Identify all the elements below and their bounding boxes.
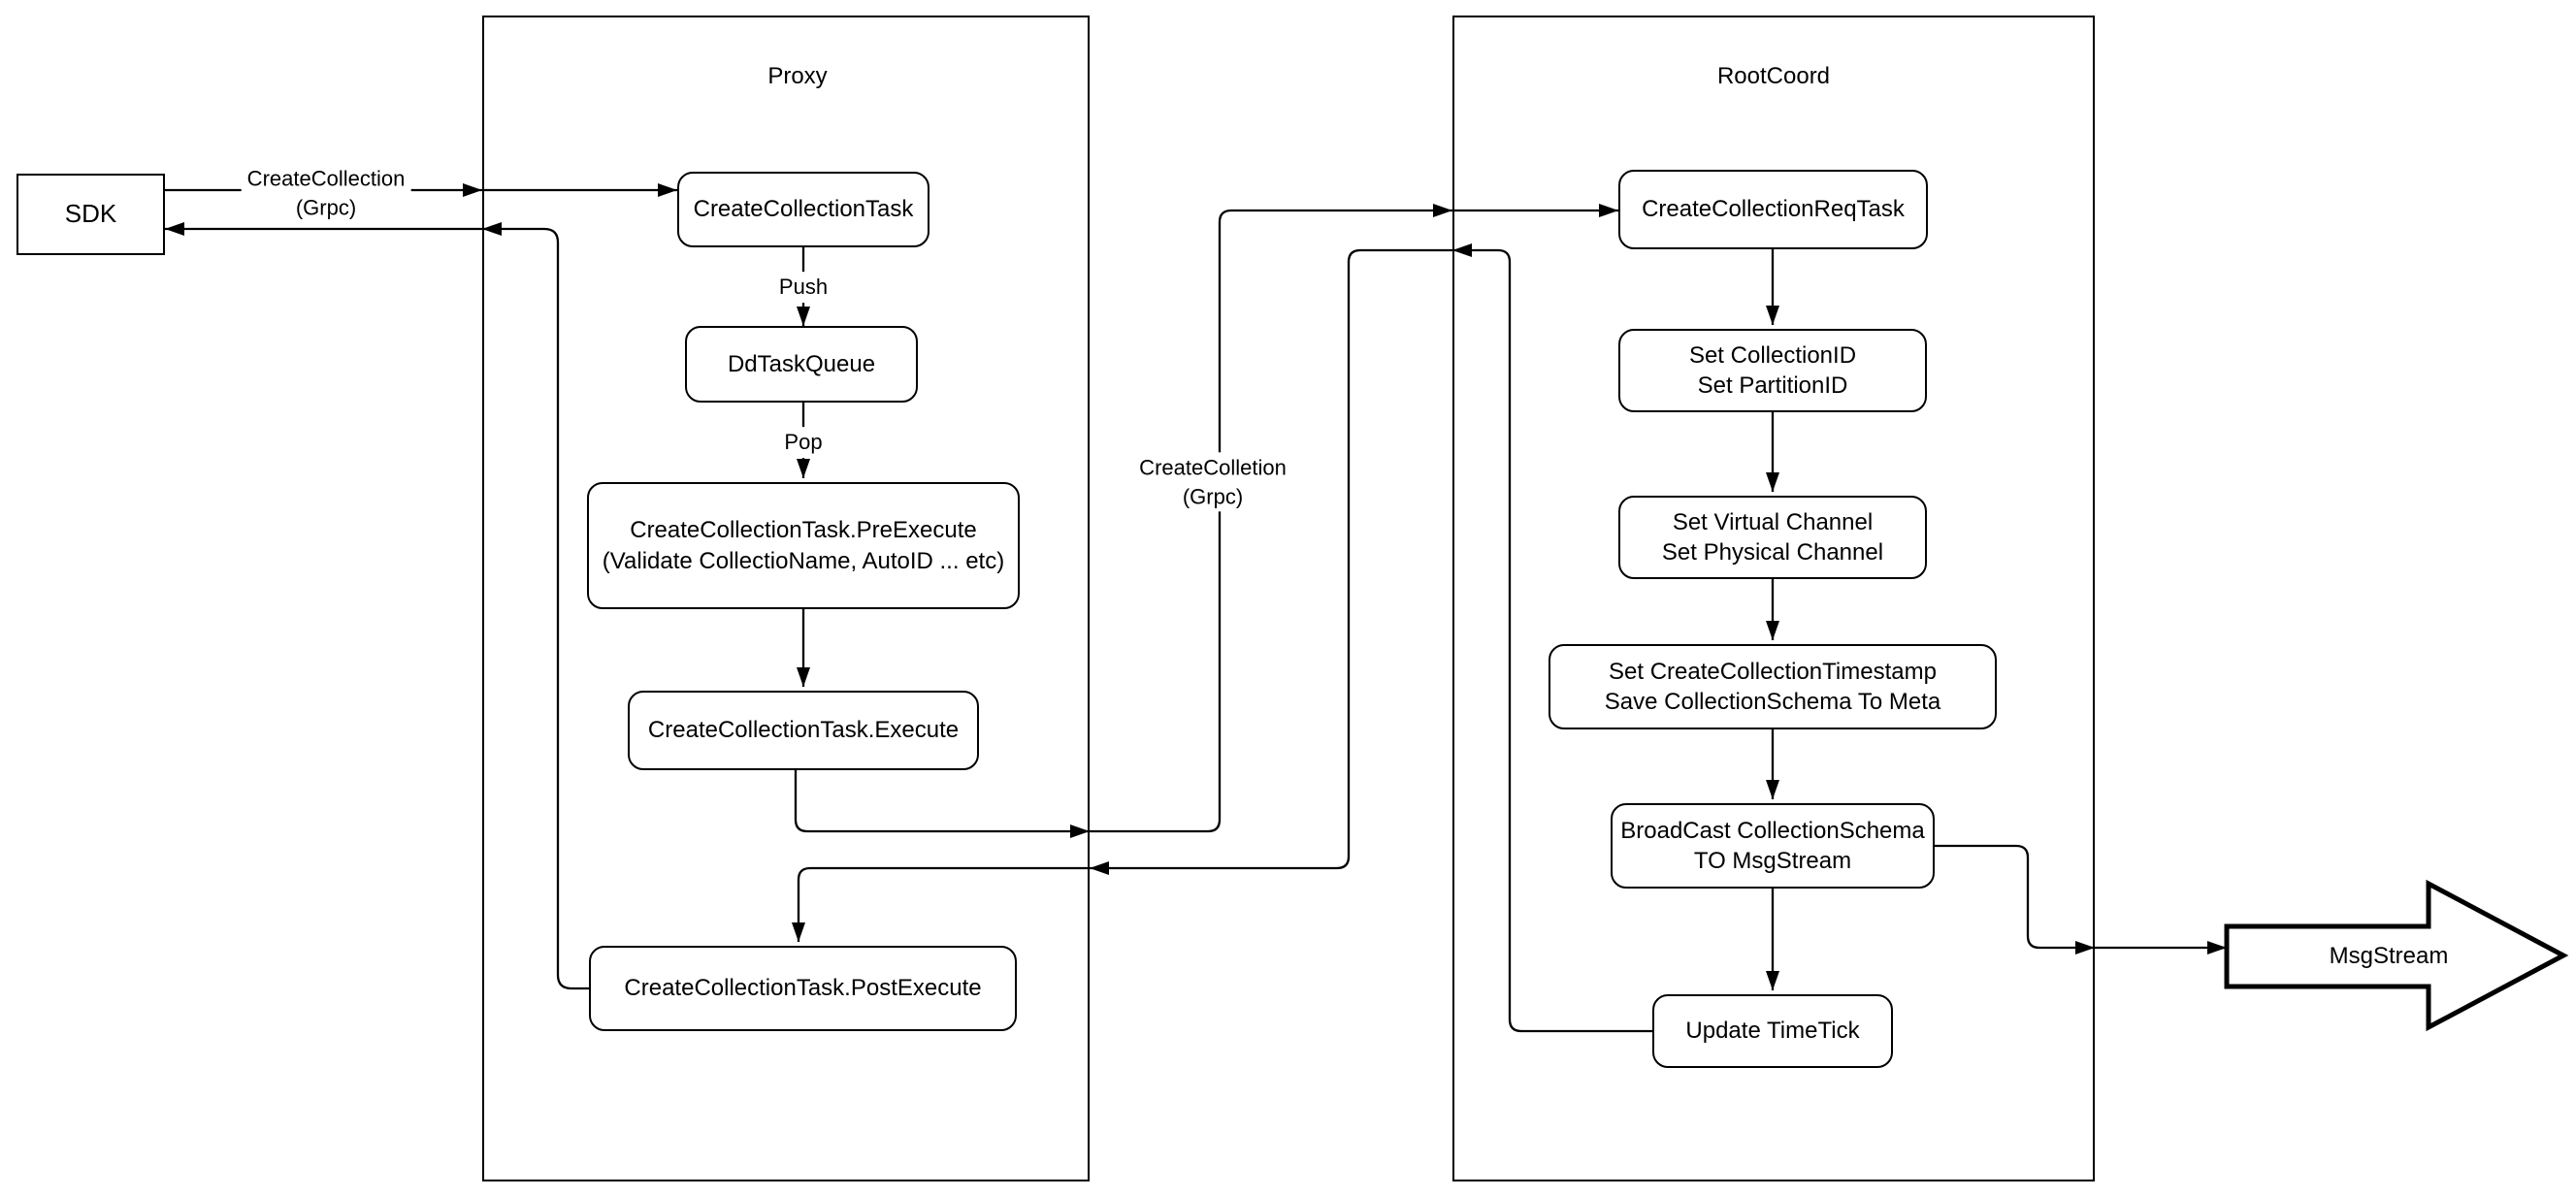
create-collection-req-task-node: CreateCollectionReqTask bbox=[1618, 170, 1928, 249]
execute-node: CreateCollectionTask.Execute bbox=[628, 691, 979, 770]
create-collection-task-node: CreateCollectionTask bbox=[677, 172, 929, 247]
push-label: Push bbox=[772, 272, 834, 303]
set-virtual-physical-channel-node: Set Virtual Channel Set Physical Channel bbox=[1618, 496, 1927, 579]
edge-execute-to-proxy-right-border bbox=[794, 770, 1090, 838]
post-execute-node: CreateCollectionTask.PostExecute bbox=[589, 946, 1017, 1031]
edge-postexecute-to-proxy-left-border bbox=[482, 222, 589, 990]
pre-execute-node: CreateCollectionTask.PreExecute (Validat… bbox=[587, 482, 1020, 609]
pop-label: Pop bbox=[778, 427, 829, 458]
edge-rootcoord-to-proxy-return bbox=[1090, 248, 1452, 875]
sdk-node: SDK bbox=[16, 174, 165, 255]
createcolletion-grpc-label: CreateColletion (Grpc) bbox=[1133, 452, 1292, 512]
set-collectionid-partitionid-node: Set CollectionID Set PartitionID bbox=[1618, 329, 1927, 412]
dd-task-queue-node: DdTaskQueue bbox=[685, 326, 918, 403]
createcollection-grpc-label: CreateCollection (Grpc) bbox=[241, 163, 411, 223]
msgstream-label: MsgStream bbox=[2329, 943, 2449, 969]
edge-proxy-to-rootcoord-border bbox=[1090, 204, 1452, 833]
msgstream-arrow-shape bbox=[2224, 879, 2569, 1032]
edge-broadcast-to-rootcoord-right-border bbox=[1935, 844, 2095, 954]
edge-updatetimetick-to-rootcoord-left-border bbox=[1452, 243, 1652, 1033]
edge-proxy-border-to-postexecute bbox=[792, 866, 1090, 942]
rootcoord-container bbox=[1452, 16, 2095, 1181]
broadcast-collectionschema-node: BroadCast CollectionSchema TO MsgStream bbox=[1611, 803, 1935, 889]
proxy-container bbox=[482, 16, 1090, 1181]
update-timetick-node: Update TimeTick bbox=[1652, 994, 1893, 1068]
rootcoord-title: RootCoord bbox=[1716, 63, 1831, 89]
set-timestamp-save-schema-node: Set CreateCollectionTimestamp Save Colle… bbox=[1549, 644, 1997, 729]
proxy-title: Proxy bbox=[767, 63, 828, 89]
